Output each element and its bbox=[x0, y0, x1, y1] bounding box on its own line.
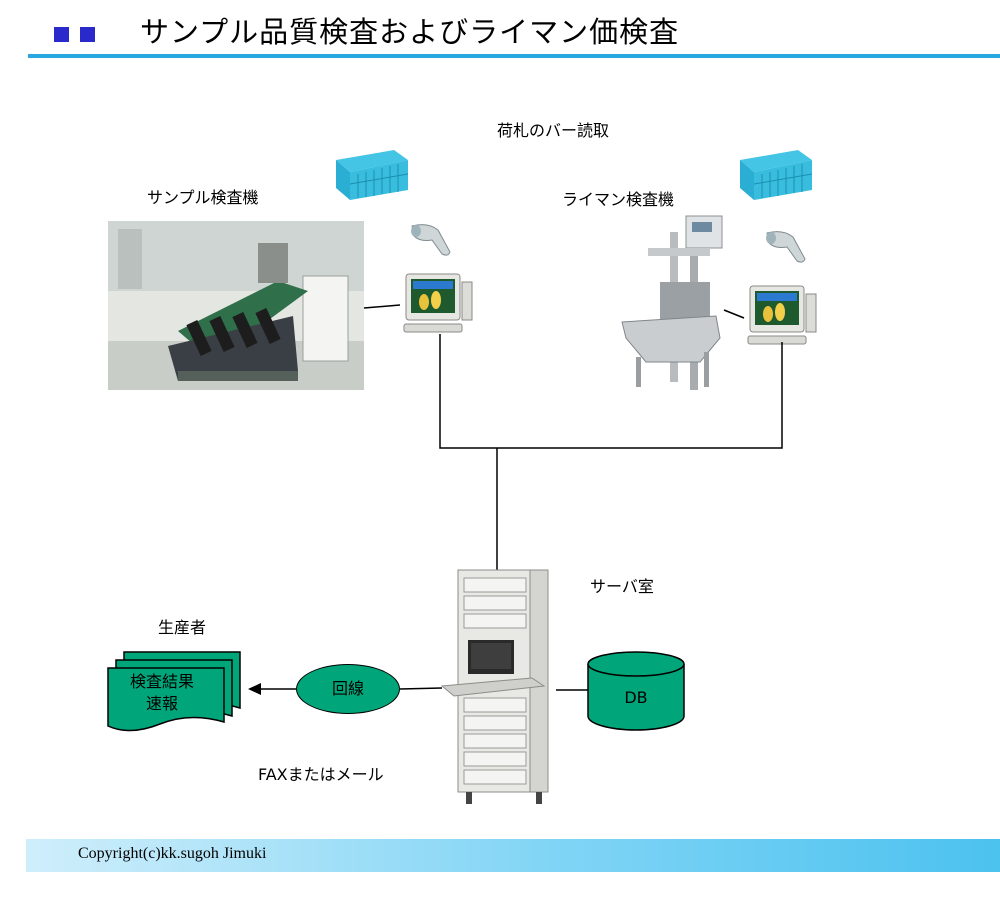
title-divider bbox=[28, 54, 1000, 58]
crate-icon bbox=[738, 146, 814, 202]
report-label: 検査結果 速報 bbox=[129, 672, 194, 713]
sample-machine-label: サンプル検査機 bbox=[147, 188, 259, 207]
barcode-scanner-icon bbox=[408, 222, 454, 258]
db-label: DB bbox=[624, 688, 648, 707]
computer-icon bbox=[400, 272, 476, 334]
sample-machine-photo bbox=[108, 221, 364, 390]
computer-icon bbox=[744, 284, 820, 346]
server-rack-icon bbox=[440, 568, 558, 808]
document-stack-icon bbox=[106, 650, 246, 732]
fax-mail-label: FAXまたはメール bbox=[258, 765, 384, 784]
page-title: サンプル品質検査およびライマン価検査 bbox=[140, 15, 680, 49]
lyman-machine-label: ライマン検査機 bbox=[562, 190, 675, 209]
server-room-label: サーバ室 bbox=[590, 577, 654, 596]
database-icon bbox=[586, 650, 686, 732]
footer-bar bbox=[26, 839, 1000, 872]
crate-icon bbox=[334, 146, 410, 202]
lyman-machine-photo bbox=[620, 212, 724, 390]
barcode-scanner-icon bbox=[763, 229, 809, 265]
title-square-icon bbox=[54, 27, 69, 42]
title-square-icon bbox=[80, 27, 95, 42]
line-label: 回線 bbox=[331, 679, 364, 698]
copyright-text: Copyright(c)kk.sugoh Jimuki bbox=[78, 845, 267, 862]
producer-label: 生産者 bbox=[158, 618, 207, 637]
line-ellipse bbox=[296, 664, 400, 714]
barcode-label: 荷札のバー読取 bbox=[497, 121, 610, 140]
